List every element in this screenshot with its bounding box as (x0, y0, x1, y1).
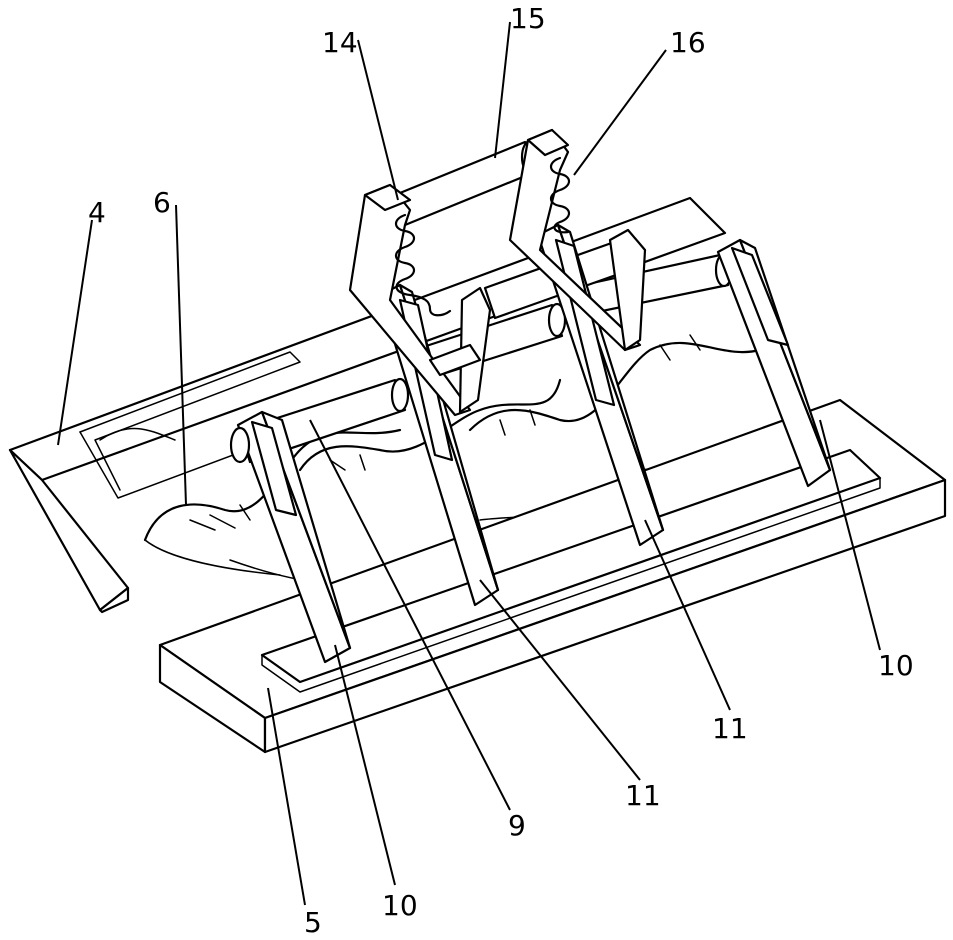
label-16: 16 (670, 26, 706, 59)
label-5: 5 (304, 906, 322, 939)
label-6: 6 (153, 186, 171, 219)
label-14: 14 (322, 26, 358, 59)
label-9: 9 (508, 809, 526, 842)
label-11-bottom: 11 (625, 779, 661, 812)
label-15: 15 (510, 2, 546, 35)
label-10-bottom: 10 (382, 889, 418, 922)
label-10-right: 10 (878, 649, 914, 682)
label-11-right: 11 (712, 712, 748, 745)
label-4: 4 (88, 196, 106, 229)
